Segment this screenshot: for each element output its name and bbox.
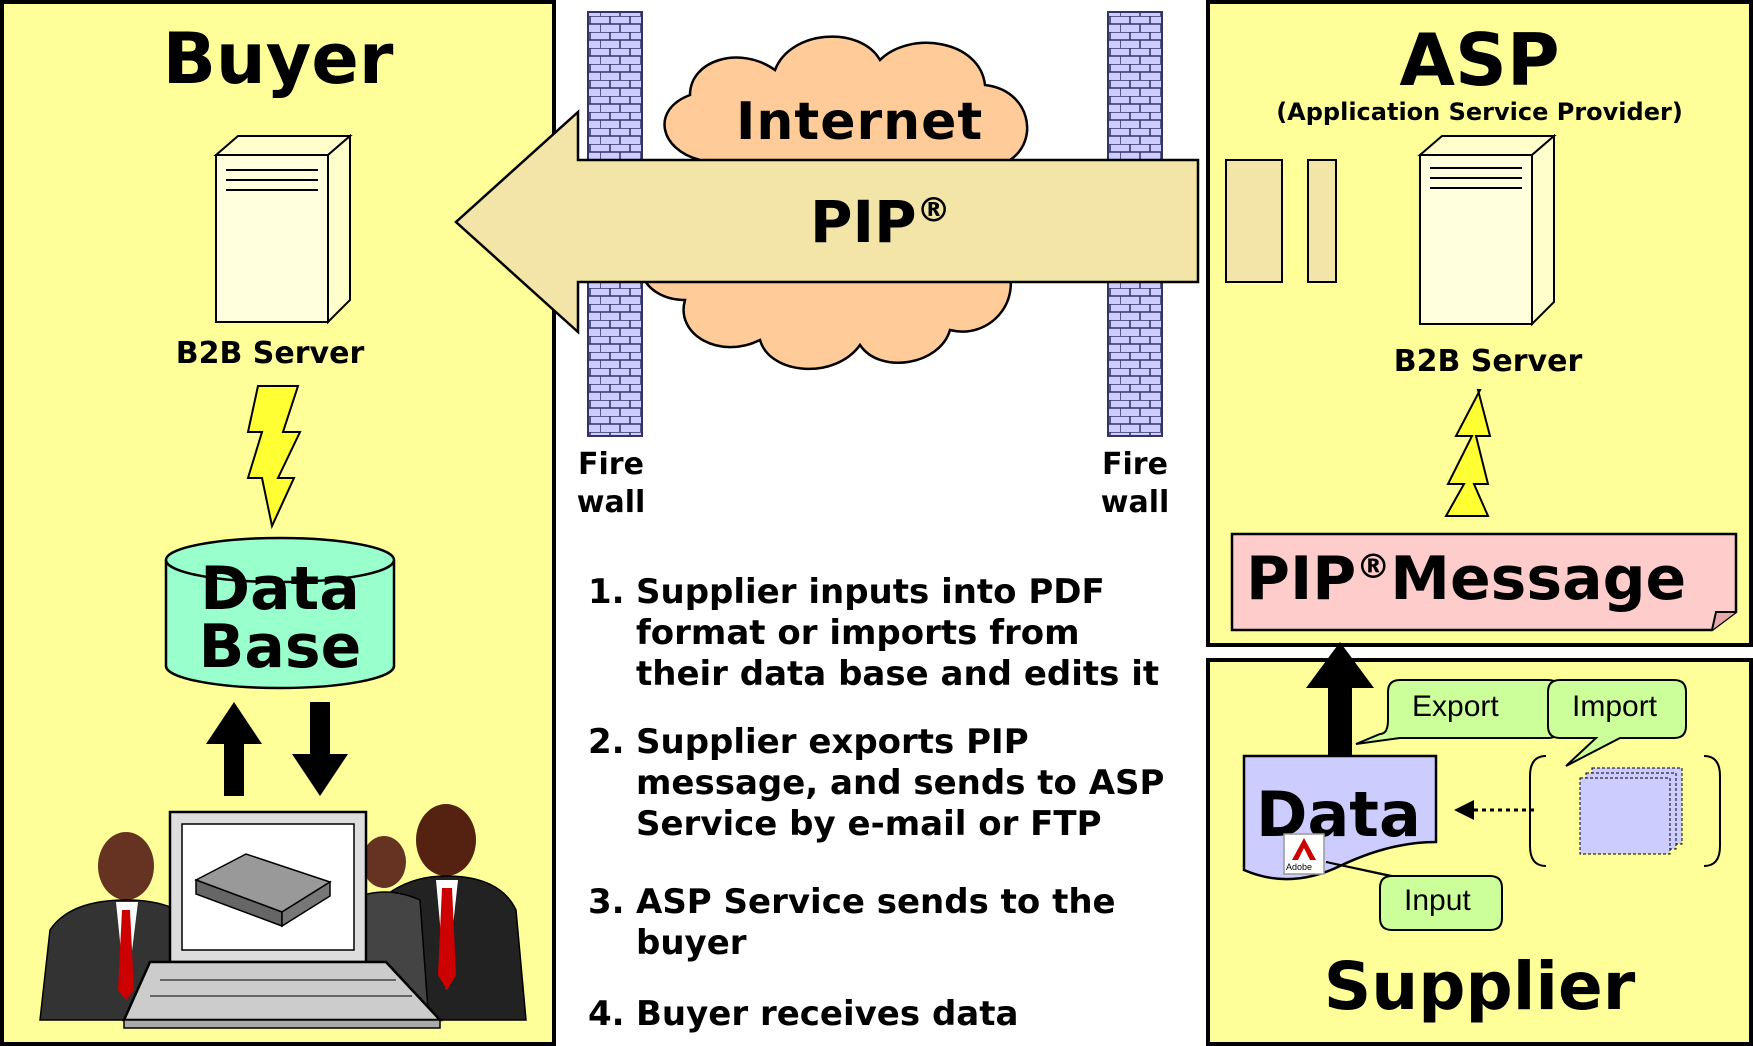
supplier-title: Supplier xyxy=(1323,948,1636,1025)
step-2-number: 2. xyxy=(588,722,625,762)
step-4-line-1: Buyer receives data xyxy=(636,994,1019,1034)
step-1-number: 1. xyxy=(588,572,625,612)
step-1: 1. Supplier inputs into PDF format or im… xyxy=(588,572,1188,695)
step-4-number: 4. xyxy=(588,994,625,1034)
internet-label: Internet xyxy=(736,92,984,152)
pip-message-text: Message xyxy=(1390,544,1687,614)
step-1-line-2: format or imports from xyxy=(636,613,1080,653)
firewall-right-line2: wall xyxy=(1100,485,1170,520)
asp-title: ASP xyxy=(1399,18,1560,102)
database-label: Data Base xyxy=(166,554,394,682)
step-3-number: 3. xyxy=(588,882,625,922)
step-3-line-1: ASP Service sends to the xyxy=(636,882,1116,922)
pip-text: PIP xyxy=(810,188,917,256)
pip-message-registered: ® xyxy=(1356,547,1391,587)
firewall-left-label: Fire wall xyxy=(566,446,656,522)
buyer-title: Buyer xyxy=(162,18,394,100)
step-2-line-1: Supplier exports PIP xyxy=(636,722,1029,762)
registered-mark: ® xyxy=(916,190,951,231)
asp-server-label: B2B Server xyxy=(1393,344,1583,379)
callout-export: Export xyxy=(1412,690,1499,723)
step-2-line-3: Service by e-mail or FTP xyxy=(636,804,1102,844)
database-label-line1: Data xyxy=(200,554,360,624)
firewall-right-label: Fire wall xyxy=(1090,446,1180,522)
step-1-line-3: their data base and edits it xyxy=(636,654,1160,694)
callout-import: Import xyxy=(1572,690,1658,723)
step-3: 3. ASP Service sends to the buyer xyxy=(588,882,1188,964)
step-2: 2. Supplier exports PIP message, and sen… xyxy=(588,722,1188,845)
firewall-left-line1: Fire xyxy=(578,447,644,482)
database-label-line2: Base xyxy=(198,612,362,682)
step-2-line-2: message, and sends to ASP xyxy=(636,763,1165,803)
pip-arrow-label: PIP® xyxy=(810,188,951,256)
pip-message-pip: PIP xyxy=(1246,544,1357,614)
firewall-left-line2: wall xyxy=(576,485,646,520)
pip-message-label: PIP®Message xyxy=(1246,544,1686,614)
asp-subtitle: (Application Service Provider) xyxy=(1276,98,1683,126)
adobe-logo-text: Adobe xyxy=(1286,862,1313,872)
step-3-line-2: buyer xyxy=(636,923,747,963)
buyer-server-label: B2B Server xyxy=(175,336,365,371)
callout-input: Input xyxy=(1404,884,1471,917)
step-1-line-1: Supplier inputs into PDF xyxy=(636,572,1105,612)
firewall-right-line1: Fire xyxy=(1102,447,1168,482)
step-4: 4. Buyer receives data xyxy=(588,994,1188,1035)
